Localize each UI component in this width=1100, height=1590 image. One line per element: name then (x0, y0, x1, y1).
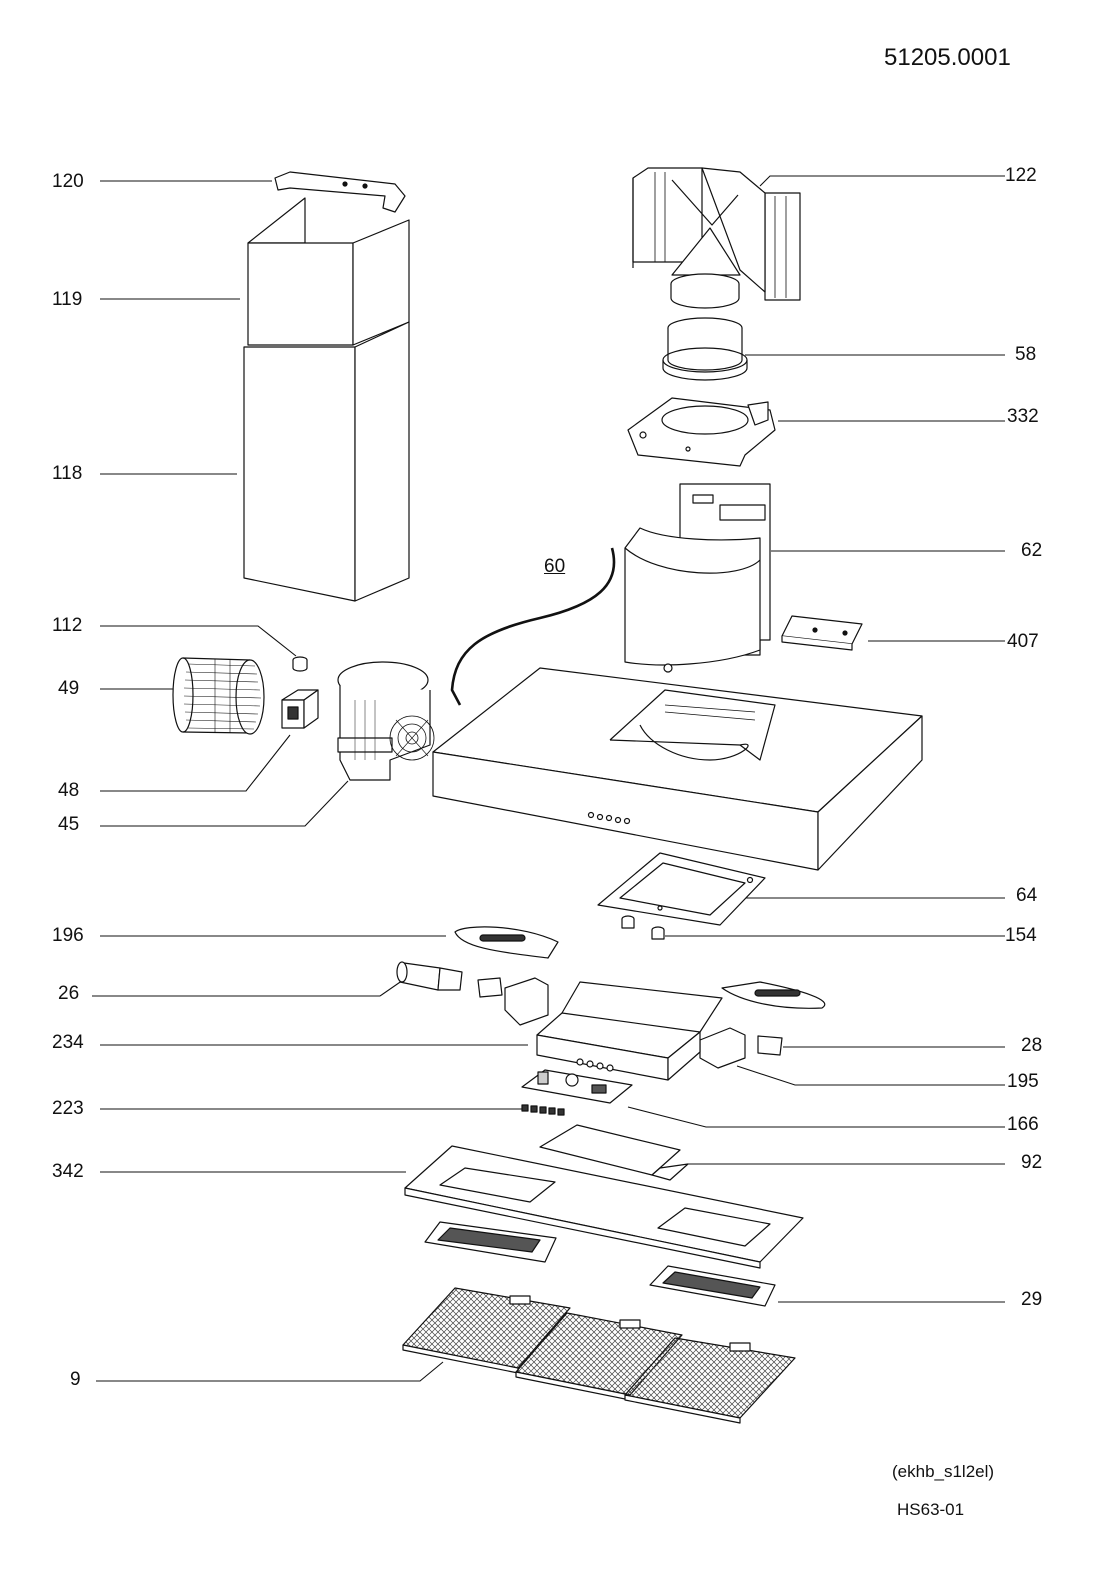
lamp-socket-left (477, 977, 549, 1026)
callout-92: 92 (1021, 1152, 1043, 1173)
mounting-frame (597, 852, 766, 926)
flange-plate (627, 397, 776, 467)
callout-58: 58 (1015, 344, 1037, 365)
callout-29: 29 (1021, 1289, 1043, 1310)
filter-holder-left (424, 1221, 557, 1263)
duct-collar (662, 317, 748, 381)
motor-housing (337, 661, 435, 781)
callout-407: 407 (1007, 631, 1039, 652)
lower-chimney (243, 321, 410, 602)
light-cover-right (721, 981, 826, 1009)
callout-26: 26 (58, 983, 80, 1004)
callout-118: 118 (52, 463, 83, 484)
bottom-panel (404, 1145, 804, 1269)
duct-transition (632, 167, 801, 309)
angle-bracket (781, 615, 863, 651)
callout-342: 342 (52, 1161, 84, 1182)
upper-chimney (247, 197, 410, 346)
footer-model-code: (ekhb_s1l2el) (892, 1462, 995, 1481)
light-cover-left (454, 926, 559, 959)
callout-62: 62 (1021, 540, 1043, 561)
cover-plate (539, 1124, 689, 1181)
hood-body (432, 667, 923, 871)
grease-filter-2 (515, 1312, 683, 1401)
footer-drawing-code: HS63-01 (897, 1500, 965, 1519)
chimney-bracket (274, 171, 406, 213)
fan-wheel (172, 657, 265, 735)
clips (621, 915, 665, 940)
callout-45: 45 (58, 814, 80, 835)
lamp-bulb (396, 961, 463, 991)
grease-filter-1 (402, 1287, 571, 1374)
callout-49: 49 (58, 678, 80, 699)
grease-filter-3 (624, 1337, 796, 1424)
push-buttons (521, 1104, 565, 1116)
small-cap (292, 656, 308, 672)
lamp-socket-right (699, 1027, 783, 1069)
callout-120: 120 (52, 171, 84, 192)
callout-154: 154 (1005, 925, 1037, 946)
callout-9: 9 (70, 1369, 81, 1390)
document-number: 51205.0001 (884, 44, 1011, 71)
callout-28: 28 (1021, 1035, 1043, 1056)
callout-166: 166 (1007, 1114, 1039, 1135)
electronics-box (536, 981, 723, 1081)
callout-112: 112 (52, 615, 83, 636)
callout-64: 64 (1016, 885, 1038, 906)
circuit-board (521, 1069, 633, 1104)
power-cable (450, 547, 616, 706)
callout-223: 223 (52, 1098, 84, 1119)
callout-119: 119 (52, 289, 83, 310)
inner-duct-housing (624, 483, 771, 673)
callout-48: 48 (58, 780, 80, 801)
callout-195: 195 (1007, 1071, 1039, 1092)
callout-234: 234 (52, 1032, 84, 1053)
filter-holder-right (649, 1265, 776, 1307)
callout-332: 332 (1007, 406, 1039, 427)
capacitor (281, 689, 319, 729)
callout-60: 60 (544, 556, 566, 577)
leader-lines (92, 175, 1005, 1382)
callout-122: 122 (1005, 165, 1037, 186)
callout-196: 196 (52, 925, 84, 946)
